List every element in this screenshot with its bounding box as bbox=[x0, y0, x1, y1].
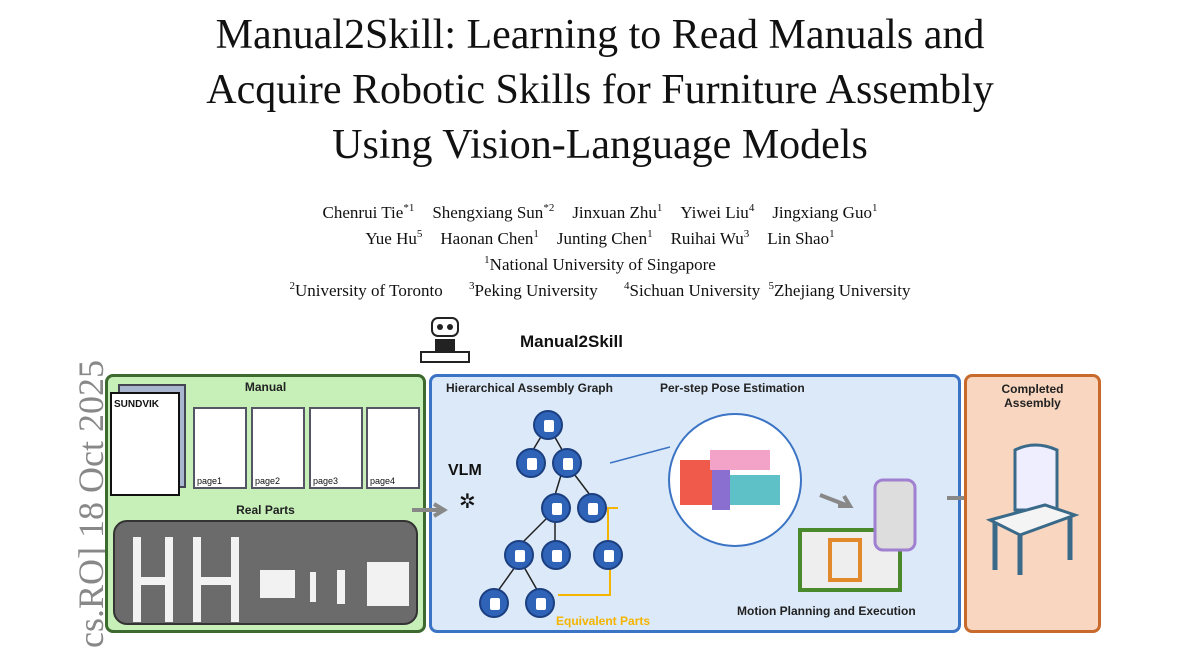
paper-title: Manual2Skill: Learning to Read Manuals a… bbox=[0, 8, 1200, 173]
author-sup: 1 bbox=[656, 202, 663, 214]
page-label: page1 bbox=[197, 476, 223, 486]
vlm-label: VLM bbox=[448, 462, 482, 479]
aff-sup: 4 bbox=[623, 280, 630, 292]
title-line: Using Vision-Language Models bbox=[332, 122, 868, 168]
graph-node bbox=[525, 588, 555, 618]
page-label: page4 bbox=[370, 476, 396, 486]
author-name: Shengxiang Sun bbox=[432, 203, 544, 222]
figure-title: Manual2Skill bbox=[520, 332, 623, 351]
author: Jingxiang Guo1 bbox=[772, 202, 878, 223]
manual-page: page3 bbox=[309, 407, 363, 489]
openai-icon: ✲ bbox=[459, 491, 476, 513]
arrow-icon bbox=[412, 502, 448, 518]
aff-sup: 2 bbox=[289, 280, 296, 292]
aff-sup: 5 bbox=[768, 280, 775, 292]
affiliation-row: 2University of Toronto 3Peking Universit… bbox=[0, 278, 1200, 304]
motion-planning-label: Motion Planning and Execution bbox=[737, 604, 916, 618]
pose-estimation-image bbox=[609, 413, 802, 547]
completed-chair-image bbox=[985, 443, 1080, 575]
affiliation: National University of Singapore bbox=[489, 255, 716, 274]
aff-sup: 1 bbox=[484, 254, 490, 266]
graph-node bbox=[504, 540, 534, 570]
author-sup: 1 bbox=[647, 228, 653, 240]
robot-icon bbox=[420, 317, 470, 363]
affiliation: Zhejiang University bbox=[774, 281, 911, 300]
graph-node bbox=[516, 448, 546, 478]
author-sup: 1 bbox=[871, 202, 878, 214]
author: Junting Chen1 bbox=[556, 228, 653, 249]
author-name: Haonan Chen bbox=[440, 229, 534, 248]
title-line: Manual2Skill: Learning to Read Manuals a… bbox=[215, 12, 985, 58]
graph-label: Hierarchical Assembly Graph bbox=[446, 381, 613, 395]
author-sup: *1 bbox=[403, 202, 415, 214]
affiliation-row: 1National University of Singapore bbox=[0, 252, 1200, 278]
affiliation: University of Toronto bbox=[295, 281, 443, 300]
manual-page: page1 bbox=[193, 407, 247, 489]
author-name: Junting Chen bbox=[556, 229, 648, 248]
pose-label: Per-step Pose Estimation bbox=[660, 381, 805, 395]
author: Chenrui Tie*1 bbox=[322, 202, 415, 223]
author-name: Ruihai Wu bbox=[670, 229, 744, 248]
authors: Chenrui Tie*1 Shengxiang Sun*2 Jinxuan Zhu… bbox=[0, 200, 1200, 304]
title-line: Acquire Robotic Skills for Furniture Ass… bbox=[206, 67, 994, 113]
arrow-icon bbox=[819, 493, 854, 508]
author-name: Yue Hu bbox=[365, 229, 417, 248]
real-parts-image bbox=[113, 520, 418, 625]
real-parts-label: Real Parts bbox=[236, 503, 295, 517]
author-name: Lin Shao bbox=[767, 229, 830, 248]
manual-page: page2 bbox=[251, 407, 305, 489]
equivalent-parts-label: Equivalent Parts bbox=[556, 614, 651, 628]
author: Yue Hu5 bbox=[365, 228, 423, 249]
completed-label: Completed Assembly bbox=[1001, 382, 1064, 410]
author-sup: 3 bbox=[743, 228, 750, 240]
author-sup: *2 bbox=[543, 202, 555, 214]
robot-execution-image bbox=[798, 478, 917, 592]
author-name: Jinxuan Zhu bbox=[572, 203, 657, 222]
author: Haonan Chen1 bbox=[440, 228, 539, 249]
author-name: Yiwei Liu bbox=[680, 203, 749, 222]
author-name: Chenrui Tie bbox=[322, 203, 404, 222]
graph-node bbox=[533, 410, 563, 440]
page-label: page3 bbox=[313, 476, 339, 486]
graph-node bbox=[552, 448, 582, 478]
affiliation: Peking University bbox=[474, 281, 598, 300]
manual-page: page4 bbox=[366, 407, 420, 489]
graph-node bbox=[577, 493, 607, 523]
author-sup: 5 bbox=[416, 228, 423, 240]
author: Yiwei Liu4 bbox=[680, 202, 755, 223]
author-row: Chenrui Tie*1 Shengxiang Sun*2 Jinxuan Zhu… bbox=[0, 200, 1200, 226]
manual-cover: SUNDVIK bbox=[110, 392, 180, 496]
manual-label: Manual bbox=[244, 380, 287, 394]
graph-node bbox=[541, 540, 571, 570]
author-sup: 1 bbox=[533, 228, 539, 240]
aff-sup: 3 bbox=[468, 280, 475, 292]
author-name: Jingxiang Guo bbox=[772, 203, 872, 222]
graph-node bbox=[593, 540, 623, 570]
graph-node bbox=[479, 588, 509, 618]
author: Lin Shao1 bbox=[767, 228, 835, 249]
author-sup: 4 bbox=[748, 202, 755, 214]
author: Jinxuan Zhu1 bbox=[572, 202, 663, 223]
author-sup: 1 bbox=[829, 228, 835, 240]
manual-cover-title: SUNDVIK bbox=[114, 399, 160, 410]
page-label: page2 bbox=[255, 476, 281, 486]
graph-node bbox=[541, 493, 571, 523]
affiliation: Sichuan University bbox=[629, 281, 761, 300]
author: Ruihai Wu3 bbox=[670, 228, 750, 249]
author: Shengxiang Sun*2 bbox=[432, 202, 555, 223]
